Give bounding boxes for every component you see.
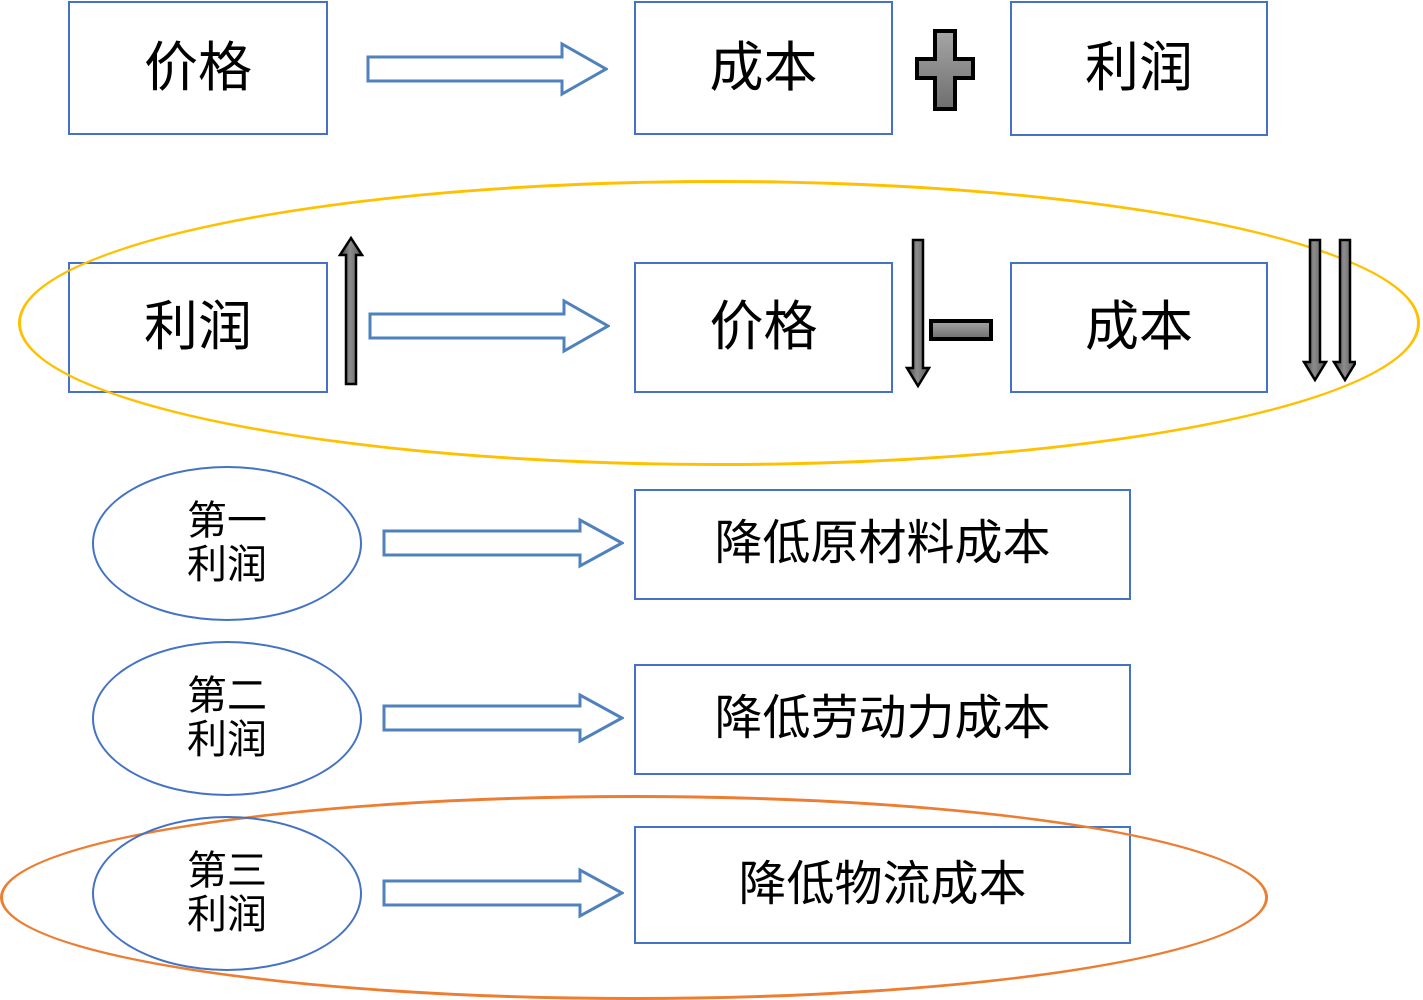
- profit-source-3-line2: 利润: [187, 892, 267, 937]
- double-down-arrow-icon-cost: [1302, 237, 1356, 383]
- right-block-arrow-row1: [366, 41, 608, 97]
- right-block-arrow-source-1: [382, 517, 624, 569]
- ellipse-profit-source-2[interactable]: 第二 利润: [92, 641, 362, 796]
- down-arrow-icon-price: [905, 237, 931, 389]
- box-action-reduce-logistics-cost[interactable]: 降低物流成本: [634, 826, 1131, 944]
- box-action-reduce-labor-cost[interactable]: 降低劳动力成本: [634, 664, 1131, 775]
- profit-source-3-line1: 第三: [187, 849, 267, 894]
- right-block-arrow-source-3: [382, 867, 624, 919]
- profit-source-1-line2: 利润: [187, 542, 267, 587]
- box-action-reduce-material-cost[interactable]: 降低原材料成本: [634, 489, 1131, 600]
- right-block-arrow-source-2: [382, 692, 624, 744]
- profit-source-1-line1: 第一: [187, 499, 267, 544]
- box-profit-row1[interactable]: 利润: [1010, 1, 1268, 136]
- profit-source-2-line1: 第二: [187, 674, 267, 719]
- box-price-row2[interactable]: 价格: [634, 262, 893, 393]
- profit-source-2-line2: 利润: [187, 717, 267, 762]
- box-cost-row2[interactable]: 成本: [1010, 262, 1268, 393]
- box-profit-row2[interactable]: 利润: [68, 262, 328, 393]
- box-price-row1[interactable]: 价格: [68, 1, 328, 135]
- up-arrow-icon-profit: [338, 235, 364, 387]
- ellipse-profit-source-1[interactable]: 第一 利润: [92, 466, 362, 621]
- minus-sign-icon: [928, 318, 994, 342]
- box-cost-row1[interactable]: 成本: [634, 1, 893, 135]
- right-block-arrow-row2: [368, 298, 610, 354]
- plus-sign-icon: [914, 28, 976, 112]
- ellipse-profit-source-3[interactable]: 第三 利润: [92, 816, 362, 971]
